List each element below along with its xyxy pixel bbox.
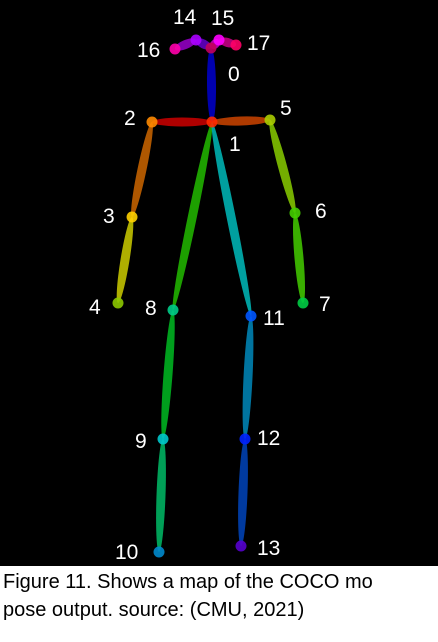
keypoint-1: [206, 116, 218, 128]
keypoint-label-4: 4: [89, 296, 101, 319]
keypoint-15: [213, 34, 225, 46]
keypoint-13: [235, 540, 247, 552]
limb-12-13: [238, 438, 248, 547]
keypoint-label-6: 6: [315, 200, 327, 223]
limb-11-12: [242, 315, 254, 440]
keypoint-16: [169, 43, 181, 55]
limb-2-3: [131, 121, 153, 218]
limb-3-4: [116, 216, 134, 304]
keypoint-label-1: 1: [229, 133, 241, 156]
keypoint-14: [190, 34, 202, 46]
keypoint-3: [126, 211, 138, 223]
keypoint-0: [205, 42, 217, 54]
keypoint-9: [157, 433, 169, 445]
keypoint-11: [245, 310, 257, 322]
keypoint-10: [153, 546, 165, 558]
keypoint-17: [230, 39, 242, 51]
keypoint-label-0: 0: [228, 63, 240, 86]
keypoint-label-3: 3: [103, 205, 115, 228]
keypoint-label-5: 5: [280, 97, 292, 120]
keypoint-label-11: 11: [263, 307, 285, 330]
limb-1-2: [152, 117, 212, 127]
keypoint-4: [112, 297, 124, 309]
keypoints-group: [112, 34, 309, 558]
keypoint-5: [264, 114, 276, 126]
limb-5-6: [269, 119, 296, 214]
keypoint-label-12: 12: [257, 427, 280, 450]
keypoint-2: [146, 116, 158, 128]
keypoint-label-14: 14: [173, 6, 197, 29]
keypoint-label-8: 8: [145, 297, 157, 320]
keypoint-label-9: 9: [135, 430, 147, 453]
keypoint-6: [289, 207, 301, 219]
limb-1-5: [211, 116, 271, 126]
keypoint-label-17: 17: [247, 32, 270, 55]
limb-1-0: [206, 47, 217, 123]
keypoint-label-10: 10: [115, 541, 138, 564]
limb-6-7: [292, 212, 306, 304]
limbs-group: [116, 37, 306, 553]
keypoint-12: [239, 433, 251, 445]
figure-caption: Figure 11. Shows a map of the COCO mo po…: [3, 568, 438, 624]
keypoint-label-2: 2: [124, 107, 136, 130]
keypoint-label-7: 7: [319, 293, 331, 316]
limb-1-11: [211, 121, 252, 317]
keypoint-8: [167, 304, 179, 316]
keypoint-label-13: 13: [257, 537, 280, 560]
limb-1-8: [172, 121, 213, 311]
limb-9-10: [156, 438, 166, 553]
limb-8-9: [161, 309, 175, 440]
keypoint-label-15: 15: [211, 7, 234, 30]
keypoint-label-16: 16: [137, 39, 160, 62]
caption-line-1: Figure 11. Shows a map of the COCO mo: [3, 571, 373, 593]
keypoint-7: [297, 297, 309, 309]
caption-line-2: pose output. source: (CMU, 2021): [3, 599, 305, 621]
